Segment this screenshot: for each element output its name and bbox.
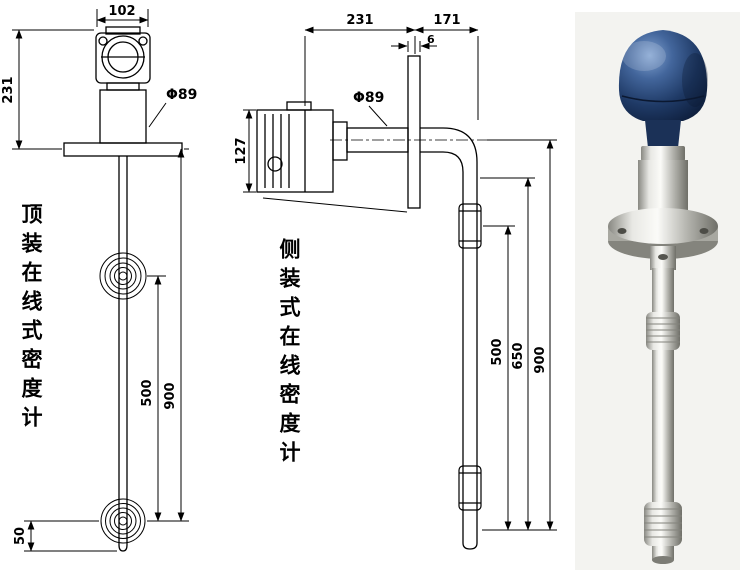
- side-mount-label: 侧装式在线密度计: [277, 238, 301, 470]
- dim-flange-thickness: [391, 41, 437, 52]
- side-flange: [407, 55, 421, 209]
- float-sensor-upper: [458, 203, 482, 249]
- transmitter-head: [618, 30, 708, 121]
- dim-span-900: [487, 139, 557, 531]
- dim-span-650: [480, 177, 535, 531]
- side-mount-drawing: 231 171 6 127 Φ89 500 650 900: [235, 13, 557, 550]
- diameter-leader: [148, 102, 167, 128]
- dim-span-500-value: 500: [490, 338, 505, 365]
- dim-overall-height-value: 231: [1, 76, 16, 103]
- head-seam: [621, 95, 705, 103]
- dim-extension-length: [414, 26, 479, 120]
- dim-body-height: [243, 109, 256, 193]
- probe-tube-elbow: [420, 127, 478, 550]
- adapter-ring: [641, 146, 685, 161]
- dim-float-spacing-value: 500: [140, 379, 155, 406]
- dim-body-length-value: 231: [346, 13, 373, 28]
- bolt-hole: [658, 254, 668, 260]
- dim-head-width: [96, 9, 149, 27]
- dim-span-500: [483, 225, 515, 531]
- dim-span-900-value: 900: [533, 346, 548, 373]
- float-sensor-lower: [100, 498, 146, 544]
- dim-body-length: [304, 26, 416, 106]
- product-photo: [575, 12, 740, 570]
- float-sensor-upper: [99, 252, 147, 300]
- mounting-flange: [63, 142, 183, 157]
- bolt-hole: [699, 228, 709, 234]
- head-highlight: [622, 41, 666, 71]
- float-sensor-lower: [644, 502, 682, 546]
- dim-insertion-length-value: 900: [163, 382, 178, 409]
- top-mount-drawing: 102 231 Φ89 500 900 50: [1, 4, 197, 552]
- float-sensor-upper: [646, 312, 680, 350]
- bolt-hole: [617, 228, 627, 234]
- float-sensor-lower: [458, 465, 482, 511]
- dim-bottom-offset: [24, 520, 117, 552]
- head-shadow: [682, 53, 708, 107]
- leader-line: [262, 197, 408, 213]
- tube-highlight: [658, 268, 661, 560]
- dim-flange-thickness-value: 6: [427, 33, 435, 46]
- upper-cylinder: [638, 160, 688, 216]
- top-mount-label: 顶装在线式密度计: [19, 203, 43, 435]
- transmitter-head-front: [95, 26, 151, 91]
- mounting-flange: [608, 208, 718, 244]
- dim-body-height-value: 127: [235, 137, 249, 164]
- probe-tube: [118, 156, 128, 552]
- dim-bottom-offset-value: 50: [13, 527, 28, 545]
- transmitter-housing-side: [256, 101, 348, 193]
- dim-span-650-value: 650: [511, 342, 526, 369]
- head-neck: [645, 120, 681, 148]
- dim-extension-length-value: 171: [433, 13, 460, 28]
- dim-insertion-length: [177, 148, 189, 522]
- dim-neck-diameter-value: Φ89: [166, 87, 197, 103]
- tube-end-cap: [652, 556, 674, 564]
- head-neck: [99, 89, 147, 144]
- product: [608, 30, 718, 564]
- diameter-leader: [368, 105, 388, 127]
- dim-head-width-value: 102: [108, 4, 135, 19]
- dim-pipe-diameter-value: Φ89: [353, 90, 384, 106]
- dim-overall-height: [12, 29, 94, 150]
